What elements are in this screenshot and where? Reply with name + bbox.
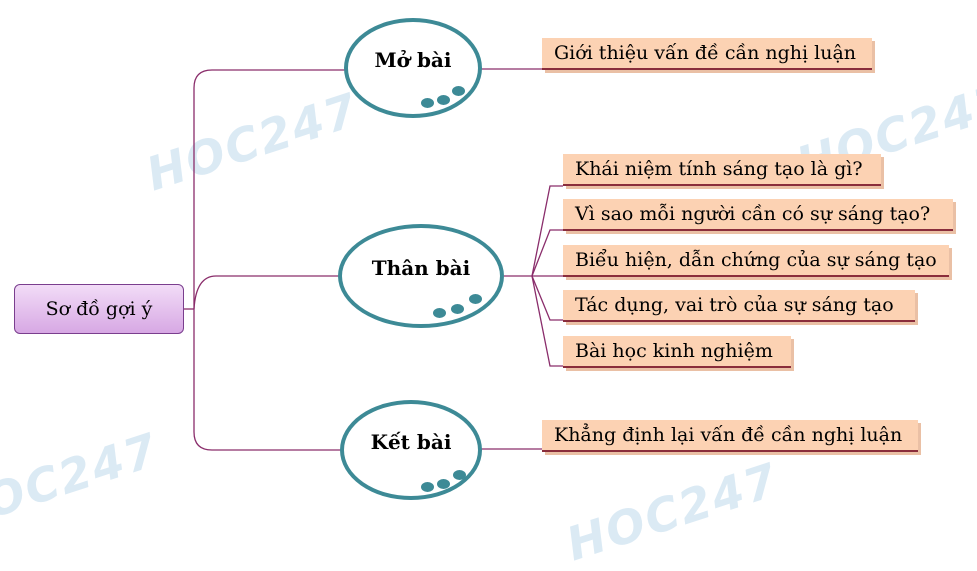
connector-lines bbox=[184, 68, 563, 451]
connector bbox=[193, 309, 342, 451]
dot-decoration bbox=[469, 294, 482, 304]
branch-label: Mở bài bbox=[374, 48, 452, 72]
leaf-mo-bai-1: Giới thiệu vấn đề cần nghị luận bbox=[542, 38, 872, 70]
branch-ket-bai: Kết bài bbox=[340, 400, 482, 500]
connector bbox=[531, 185, 563, 277]
leaf-than-bai-3: Biểu hiện, dẫn chứng của sự sáng tạo bbox=[563, 245, 949, 277]
dot-decoration bbox=[452, 86, 465, 96]
branch-than-bai: Thân bài bbox=[338, 224, 504, 328]
leaf-than-bai-2: Vì sao mỗi người cần có sự sáng tạo? bbox=[563, 199, 953, 231]
root-label: Sơ đồ gợi ý bbox=[45, 298, 153, 320]
dot-decoration bbox=[437, 95, 450, 105]
dot-decoration bbox=[437, 479, 450, 489]
connector bbox=[531, 229, 563, 277]
branch-label: Thân bài bbox=[371, 256, 471, 280]
connector bbox=[193, 275, 340, 310]
branch-mo-bai: Mở bài bbox=[344, 18, 482, 118]
dot-decoration bbox=[421, 482, 434, 492]
branch-label: Kết bài bbox=[370, 430, 452, 454]
leaf-than-bai-4: Tác dụng, vai trò của sự sáng tạo bbox=[563, 290, 915, 322]
connector bbox=[531, 275, 563, 367]
dot-decoration bbox=[433, 308, 446, 318]
dot-decoration bbox=[453, 470, 466, 480]
leaf-than-bai-1: Khái niệm tính sáng tạo là gì? bbox=[563, 154, 881, 186]
connector bbox=[193, 69, 346, 309]
root-node: Sơ đồ gợi ý bbox=[14, 284, 184, 334]
leaf-ket-bai-1: Khẳng định lại vấn đề cần nghị luận bbox=[542, 420, 918, 452]
connector bbox=[531, 275, 563, 321]
dot-decoration bbox=[451, 304, 464, 314]
dot-decoration bbox=[421, 98, 434, 108]
leaf-than-bai-5: Bài học kinh nghiệm bbox=[563, 336, 791, 368]
